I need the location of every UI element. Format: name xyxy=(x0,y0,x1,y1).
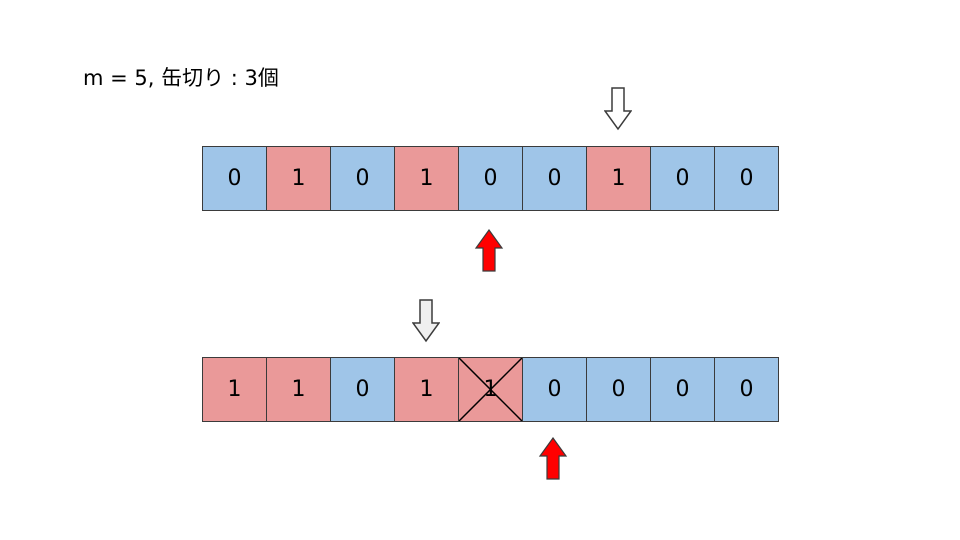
row1-cell: 1 xyxy=(266,146,331,211)
row1-cell: 0 xyxy=(458,146,523,211)
row2-cell: 0 xyxy=(522,357,587,422)
row2-cell: 1 xyxy=(458,357,523,422)
row1-cell: 0 xyxy=(202,146,267,211)
cross-mark-icon xyxy=(459,358,522,421)
row1-cell: 0 xyxy=(714,146,779,211)
row1-cell: 0 xyxy=(650,146,715,211)
row2-up-arrow-icon xyxy=(538,437,568,480)
diagram-title: m = 5, 缶切り : 3個 xyxy=(83,66,279,90)
row2-down-arrow-icon xyxy=(412,299,440,343)
row2-cell: 0 xyxy=(330,357,395,422)
row1-cell: 1 xyxy=(394,146,459,211)
row2-cell: 1 xyxy=(394,357,459,422)
row1-cell: 0 xyxy=(330,146,395,211)
row1-cell: 0 xyxy=(522,146,587,211)
row2-cells: 1 1 0 1 1 0 0 0 0 xyxy=(202,357,779,422)
row2-cell: 0 xyxy=(586,357,651,422)
row2-cell: 0 xyxy=(650,357,715,422)
row1-down-arrow-icon xyxy=(604,87,632,131)
row1-up-arrow-icon xyxy=(474,229,504,272)
row1-cell: 1 xyxy=(586,146,651,211)
row2-cell: 1 xyxy=(202,357,267,422)
row2-cell: 0 xyxy=(714,357,779,422)
row2-cell: 1 xyxy=(266,357,331,422)
row1-cells: 0 1 0 1 0 0 1 0 0 xyxy=(202,146,779,211)
